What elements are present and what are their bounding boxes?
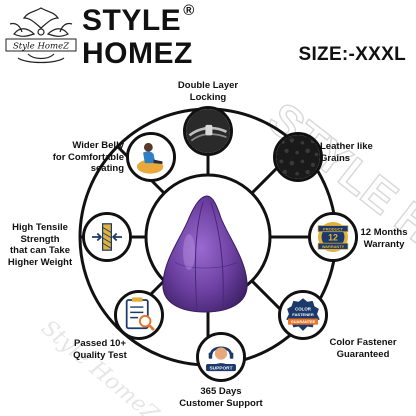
fastener-badge-top: COLOR	[295, 307, 312, 312]
fastener-badge-bottom: GUARANTEE	[291, 319, 316, 324]
zipper-lock-icon	[186, 109, 230, 153]
color-fastener-node: COLOR FASTENER GUARANTEE	[278, 290, 328, 340]
quality-test-node	[114, 290, 164, 340]
warranty-label: 12 Months Warranty	[360, 227, 408, 250]
wider-belly-label: Wider Belly for Comfortable seating	[52, 140, 124, 175]
quality-checklist-icon	[117, 293, 161, 337]
person-seated-icon	[129, 135, 173, 179]
warranty-badge-top: PRODUCT	[323, 226, 343, 231]
tensile-strength-label: High Tensile Strength that can Take High…	[7, 222, 73, 268]
double-layer-locking-node	[183, 106, 233, 156]
brand-line1: STYLE	[82, 4, 182, 37]
emblem-text: Style HomeZ	[13, 42, 70, 52]
warranty-badge-bottom: WARRANTY	[322, 244, 345, 249]
tensile-strength-node	[82, 212, 132, 262]
warranty-badge-icon: PRODUCT 12 WARRANTY	[311, 215, 355, 259]
registered-mark: ®	[183, 2, 195, 19]
brand-name: STYLE® HOMEZ	[82, 2, 195, 70]
leather-grains-node	[273, 132, 323, 182]
support-badge-text: SUPPORT	[210, 365, 233, 371]
brand-emblem: Style HomeZ	[4, 4, 78, 66]
brand-line2: HOMEZ	[82, 37, 193, 70]
leather-texture-icon	[276, 135, 320, 179]
customer-support-icon: SUPPORT	[199, 335, 243, 379]
bean-bag-image	[162, 195, 248, 313]
warranty-badge-number: 12	[328, 233, 338, 243]
customer-support-node: SUPPORT	[196, 332, 246, 382]
tensile-strength-icon	[85, 215, 129, 259]
color-fastener-label: Color Fastener Guaranteed	[329, 337, 397, 360]
double-layer-locking-label: Double Layer Locking	[177, 80, 239, 103]
fastener-badge-mid: FASTENER	[292, 312, 314, 317]
warranty-node: PRODUCT 12 WARRANTY	[308, 212, 358, 262]
leather-grains-label: Leather like Grains	[320, 141, 373, 164]
quality-test-label: Passed 10+ Quality Test	[73, 338, 127, 361]
color-fastener-badge-icon: COLOR FASTENER GUARANTEE	[281, 293, 325, 337]
size-label: SIZE:-XXXL	[298, 44, 406, 65]
customer-support-label: 365 Days Customer Support	[179, 386, 263, 409]
wider-belly-node	[126, 132, 176, 182]
